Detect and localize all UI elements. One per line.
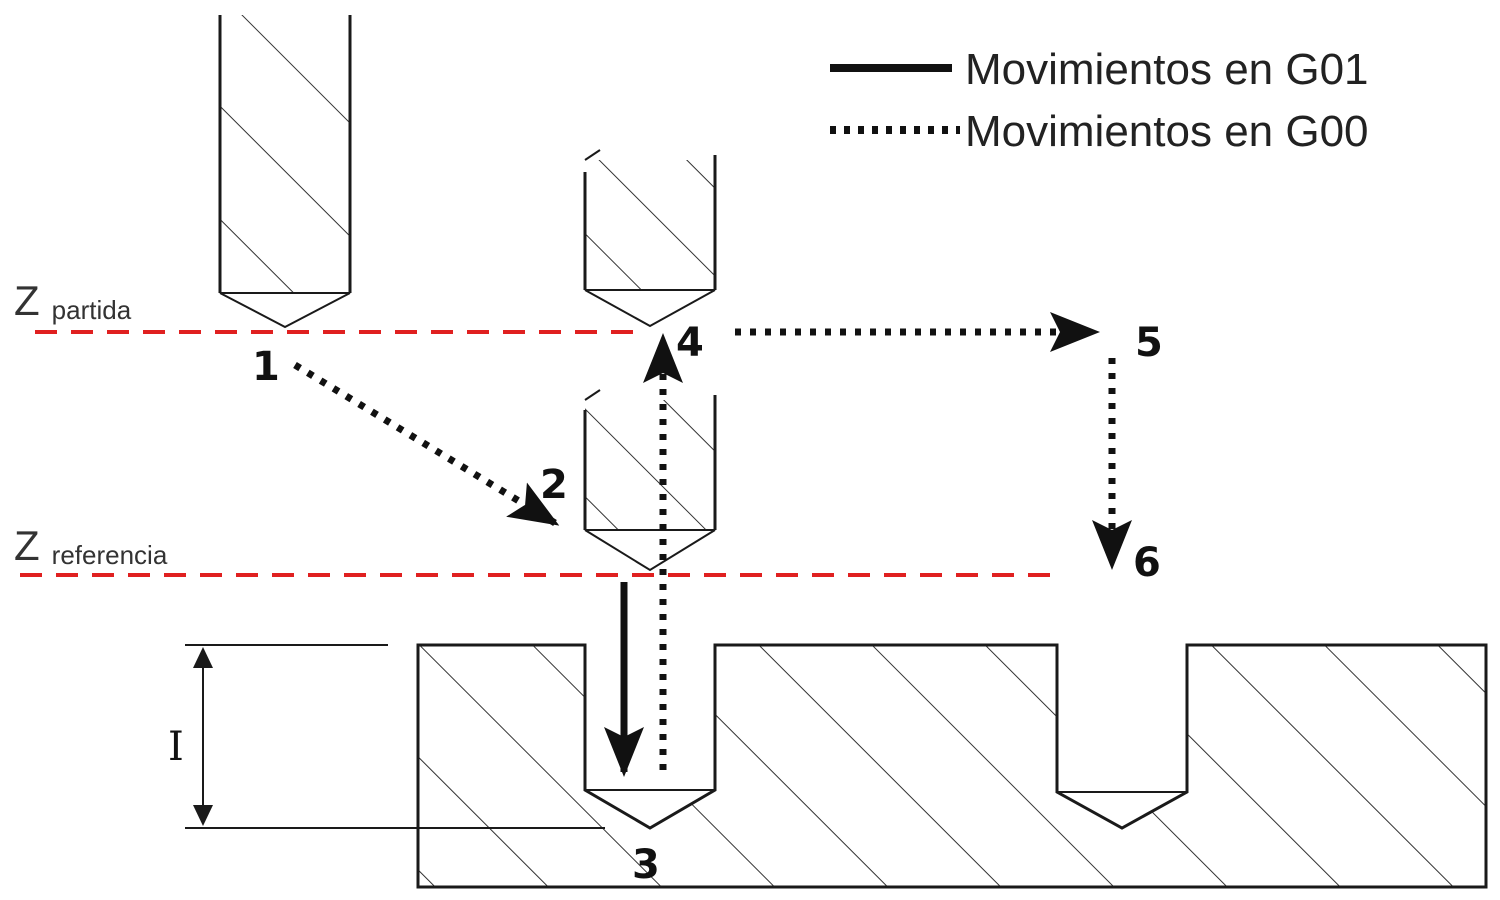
drill-tool-position-4 <box>583 149 717 328</box>
z-referencia-level: Z referencia <box>14 522 1060 577</box>
point-label-2: 2 <box>540 462 568 508</box>
point-label-1: 1 <box>252 344 280 390</box>
depth-dimension: I <box>168 644 605 829</box>
point-label-6: 6 <box>1133 540 1161 586</box>
legend: Movimientos en G01 Movimientos en G00 <box>830 45 1369 156</box>
point-label-4: 4 <box>676 320 704 366</box>
point-label-3: 3 <box>632 842 660 888</box>
drill-tool-position-1 <box>218 15 352 329</box>
motion-paths <box>293 312 1132 777</box>
drilled-hole <box>585 645 715 828</box>
depth-dimension-label: I <box>168 724 184 770</box>
move-1-to-2 <box>293 362 560 526</box>
z-referencia-label: Z referencia <box>14 522 168 570</box>
z-partida-label: Z partida <box>14 277 132 325</box>
point-labels: 1 2 3 4 5 6 <box>252 320 1163 888</box>
legend-dotted-label: Movimientos en G00 <box>965 107 1369 156</box>
previous-hole <box>1057 645 1187 828</box>
z-partida-level: Z partida <box>14 277 640 334</box>
point-label-5: 5 <box>1135 320 1163 366</box>
drill-tool-position-2 <box>583 389 717 572</box>
legend-solid-label: Movimientos en G01 <box>965 45 1369 94</box>
workpiece <box>416 643 1488 889</box>
